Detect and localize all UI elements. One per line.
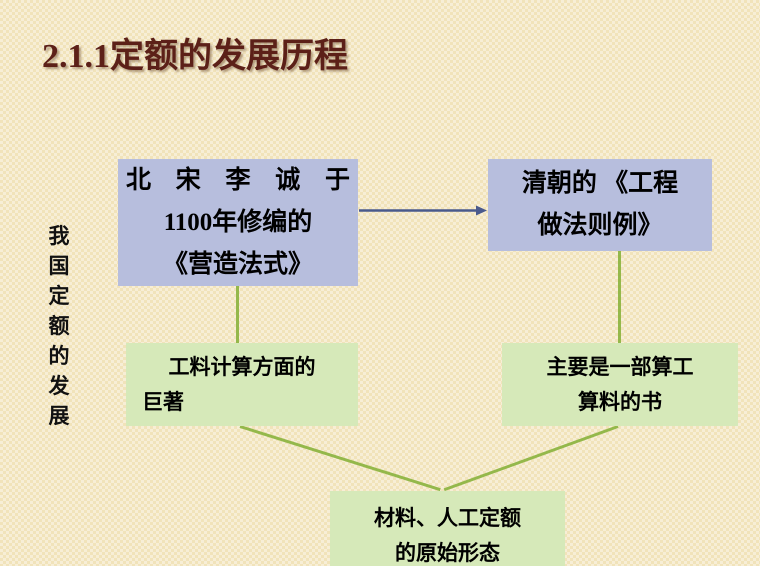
vertical-label-char: 额 (48, 315, 70, 338)
connector-green1-to-green3 (239, 425, 441, 492)
page-title: 2.1.1定额的发展历程 (42, 38, 348, 75)
node-line: 做法则例》 (537, 212, 663, 239)
vertical-label-char: 展 (48, 405, 70, 428)
node-line: 《营造法式》 (162, 250, 313, 278)
node-line: 主要是一部算工 (546, 354, 694, 379)
node-line: 1100年修编的 (163, 208, 313, 236)
node-line: 材料、人工定额 (374, 506, 521, 530)
vertical-section-label: 我 国 定 额 的 发 展 (44, 222, 74, 432)
vertical-label-char: 的 (48, 345, 70, 368)
node-green-labor-material-book[interactable]: 主要是一部算工 算料的书 (502, 343, 738, 426)
vertical-label-char: 定 (48, 285, 70, 308)
node-line: 的原始形态 (395, 541, 500, 565)
node-green-material-calculation[interactable]: 工料计算方面的 巨著 (126, 343, 358, 426)
node-green-primitive-quota[interactable]: 材料、人工定额 的原始形态 (330, 491, 565, 566)
node-blue-song-yingzao-fashi[interactable]: 北 宋 李 诚 于 1100年修编的 《营造法式》 (118, 159, 358, 286)
connector-blue2-to-green2 (618, 251, 621, 344)
node-line: 清朝的 《工程 (521, 170, 679, 197)
node-line: 北 宋 李 诚 于 (126, 166, 350, 194)
node-line: 工料计算方面的 (168, 354, 316, 379)
connector-blue1-to-green1 (236, 286, 239, 344)
node-line: 算料的书 (578, 389, 662, 414)
vertical-label-char: 发 (48, 375, 70, 398)
connector-green2-to-green3 (443, 425, 619, 492)
arrow-right-icon (359, 205, 487, 216)
node-line: 巨著 (142, 389, 184, 414)
node-qing-gongcheng-zuofa[interactable]: 清朝的 《工程 做法则例》 (488, 159, 712, 251)
vertical-label-char: 我 (48, 225, 70, 248)
vertical-label-char: 国 (48, 255, 70, 278)
